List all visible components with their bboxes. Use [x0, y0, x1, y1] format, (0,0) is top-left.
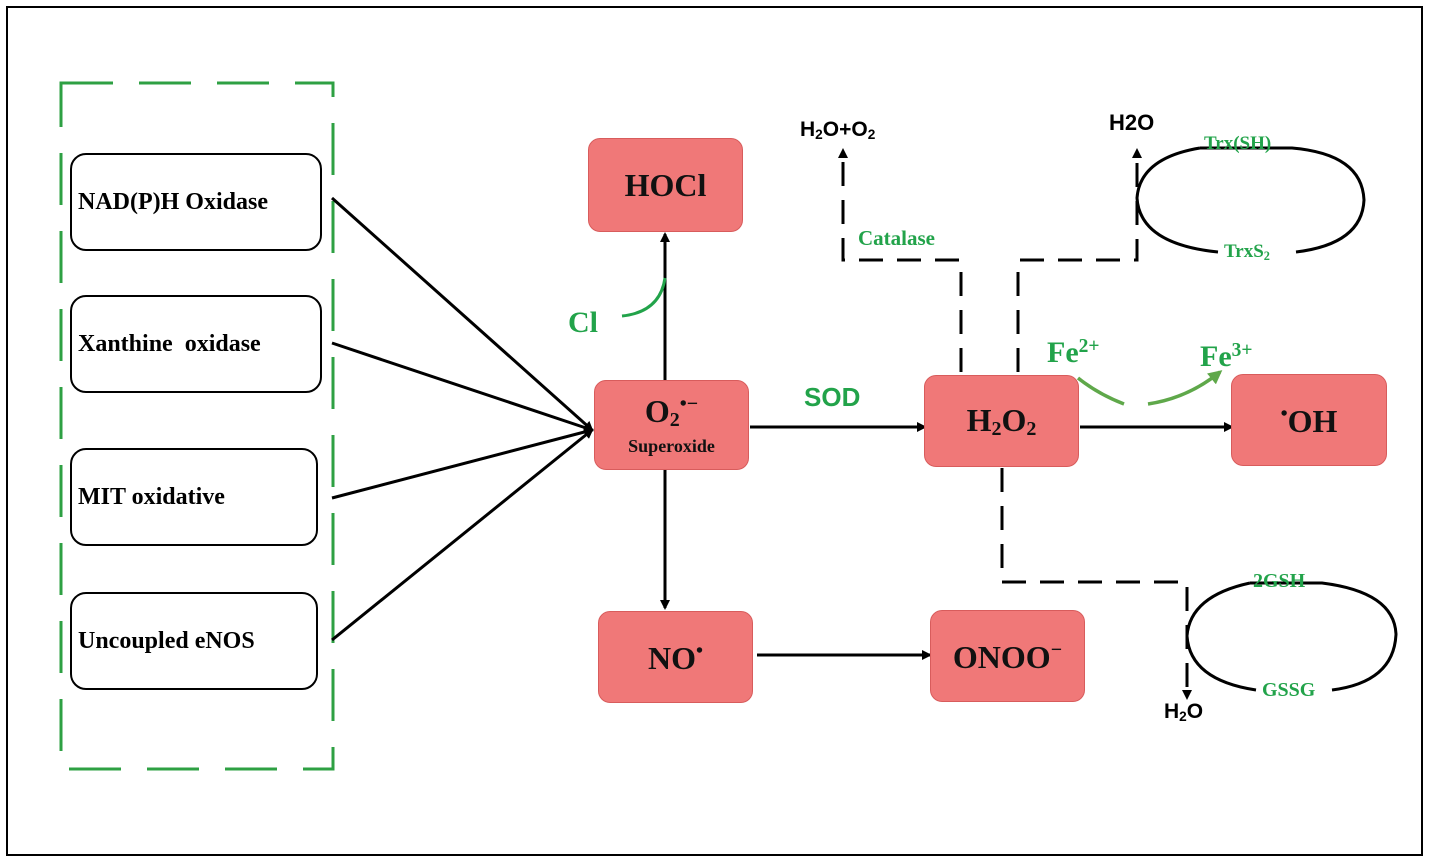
source-group-dashed-border: [59, 81, 335, 771]
outer-border: [6, 6, 1423, 856]
node-onoo-label: ONOO−: [952, 638, 1063, 675]
label-catalase: Catalase: [858, 226, 935, 250]
source-label: MIT oxidative: [78, 483, 225, 510]
source-mit-oxidative: MIT oxidative: [70, 448, 318, 546]
label-trxs2: TrxS2: [1224, 241, 1270, 263]
node-no-label: NO•: [647, 639, 703, 676]
node-superoxide: O2•− Superoxide: [594, 380, 749, 470]
node-hocl: HOCl: [588, 138, 743, 232]
node-h2o2-label: H2O2: [966, 401, 1037, 440]
label-sod: SOD: [804, 382, 861, 412]
label-h2o-plus-o2: H2O+O2: [800, 118, 876, 142]
node-hydroxyl-radical: •OH: [1231, 374, 1387, 466]
gsh-cycle: [1185, 581, 1398, 692]
label-h2o-top: H2O: [1109, 110, 1155, 135]
gsh-arrowhead: [1182, 690, 1192, 700]
label-trx-sh: Trx(SH): [1204, 133, 1272, 154]
catalase-dashed-path: [841, 156, 963, 372]
arrow-nadph-to-superoxide: [331, 196, 594, 432]
arrow-xanthine-to-superoxide: [331, 341, 594, 433]
label-2gsh: 2GSH: [1253, 570, 1306, 592]
cl-reaction-curve: [621, 277, 667, 318]
node-oh-label: •OH: [1280, 402, 1338, 439]
trx-cycle: [1135, 146, 1366, 254]
node-h2o2: H2O2: [924, 375, 1079, 467]
node-superoxide-name: Superoxide: [628, 435, 715, 456]
iron-arc-right: [1147, 370, 1223, 406]
label-cl: Cl: [568, 306, 598, 339]
node-no: NO•: [598, 611, 753, 703]
source-nadph-oxidase: NAD(P)H Oxidase: [70, 153, 322, 251]
trx-arrowhead: [1132, 148, 1142, 158]
node-hocl-label: HOCl: [624, 167, 707, 203]
iron-arc-left: [1076, 376, 1125, 406]
label-fe2: Fe2+: [1047, 336, 1100, 369]
label-h2o-bottom: H2O: [1164, 700, 1204, 724]
source-label: Xanthine oxidase: [78, 330, 261, 357]
label-fe3: Fe3+: [1200, 340, 1253, 373]
source-uncoupled-enos: Uncoupled eNOS: [70, 592, 318, 690]
catalase-arrowhead: [838, 148, 848, 158]
node-peroxynitrite: ONOO−: [930, 610, 1085, 702]
source-xanthine-oxidase: Xanthine oxidase: [70, 295, 322, 393]
arrow-enos-to-superoxide: [331, 428, 594, 642]
trx-dashed-path: [1016, 158, 1139, 372]
node-superoxide-formula: O2•−: [644, 392, 699, 431]
label-gssg: GSSG: [1262, 679, 1316, 701]
arrow-mit-to-superoxide: [331, 427, 594, 500]
source-label: NAD(P)H Oxidase: [78, 188, 268, 215]
source-label: Uncoupled eNOS: [78, 627, 255, 654]
